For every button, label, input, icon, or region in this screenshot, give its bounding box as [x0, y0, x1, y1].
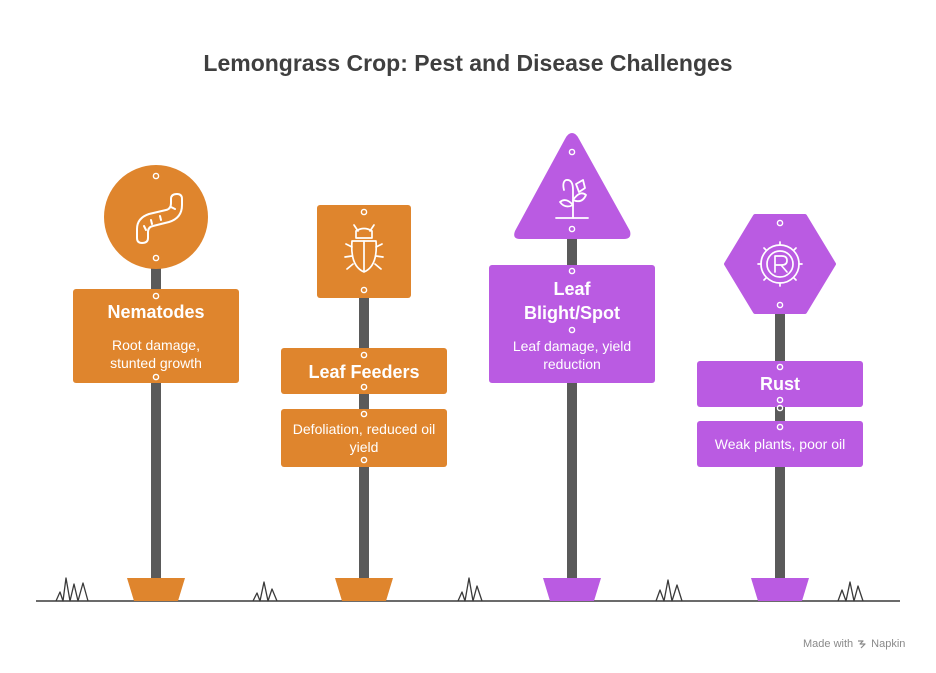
grass-tuft: [55, 577, 89, 602]
sign-rivet: [568, 267, 576, 275]
sign-desc-leaf-feeders: Defoliation, reduced oil yield: [292, 421, 436, 455]
sign-desc-board: [697, 421, 863, 467]
sign-rivet: [152, 373, 160, 381]
sign-rivet: [568, 326, 576, 334]
sign-rivet: [776, 423, 784, 431]
sign-rivet: [776, 396, 784, 404]
diagram-title: Lemongrass Crop: Pest and Disease Challe…: [203, 50, 733, 76]
sign-rivet: [776, 301, 784, 309]
rust-gear-icon: [757, 241, 803, 287]
sign-title-leaf-blight: Leaf Blight/Spot: [524, 279, 620, 323]
made-with-footer: Made with Napkin: [803, 638, 905, 650]
sign-title-leaf-feeders: Leaf Feeders: [308, 362, 420, 382]
sign-title-board: [489, 265, 655, 383]
sign-desc-leaf-blight: Leaf damage, yield reduction: [512, 338, 632, 372]
sign-leaf-feeders: [281, 205, 447, 601]
sign-rivet: [776, 404, 784, 412]
sign-pole: [567, 236, 577, 578]
sign-rivet: [360, 383, 368, 391]
grass-tuft: [837, 581, 864, 602]
pole-base: [335, 578, 393, 601]
sign-pole: [151, 232, 161, 578]
grass-tuft: [252, 581, 278, 602]
footer-brand: Napkin: [871, 638, 906, 650]
sign-head-hexagon: [724, 214, 836, 314]
sign-rivet: [568, 148, 576, 156]
beetle-icon: [344, 224, 384, 273]
pole-base: [751, 578, 809, 601]
sign-rivet: [152, 254, 160, 262]
sign-rivet: [152, 292, 160, 300]
sign-title-board: [281, 348, 447, 394]
pole-base: [543, 578, 601, 601]
sign-desc-rust: Weak plants, poor oil: [714, 436, 846, 452]
grass-tufts: [55, 577, 864, 602]
sign-rivet: [360, 208, 368, 216]
sign-rivet: [568, 225, 576, 233]
pole-base: [127, 578, 185, 601]
sign-desc-board: [281, 409, 447, 467]
sign-title-rust: Rust: [760, 374, 800, 394]
sign-rivet: [776, 363, 784, 371]
sign-rivet: [360, 410, 368, 418]
wilted-plant-icon: [555, 179, 589, 219]
sign-rust: [697, 214, 863, 601]
sign-head-circle: [104, 165, 208, 269]
footer-prefix: Made with: [803, 638, 854, 650]
napkin-logo-icon: [858, 640, 866, 649]
sign-title-board: [73, 289, 239, 383]
sign-leaf-blight: [489, 133, 655, 601]
worm-icon: [136, 193, 183, 244]
grass-tuft: [457, 577, 483, 602]
sign-rivet: [360, 351, 368, 359]
grass-tuft: [655, 579, 683, 602]
sign-desc-nematodes: Root damage, stunted growth: [110, 337, 202, 371]
sign-rivet: [360, 456, 368, 464]
sign-rivet: [776, 219, 784, 227]
sign-rivet: [152, 172, 160, 180]
sign-title-board: [697, 361, 863, 407]
sign-title-nematodes: Nematodes: [107, 302, 205, 322]
sign-nematodes: [73, 165, 239, 601]
sign-rivet: [360, 286, 368, 294]
